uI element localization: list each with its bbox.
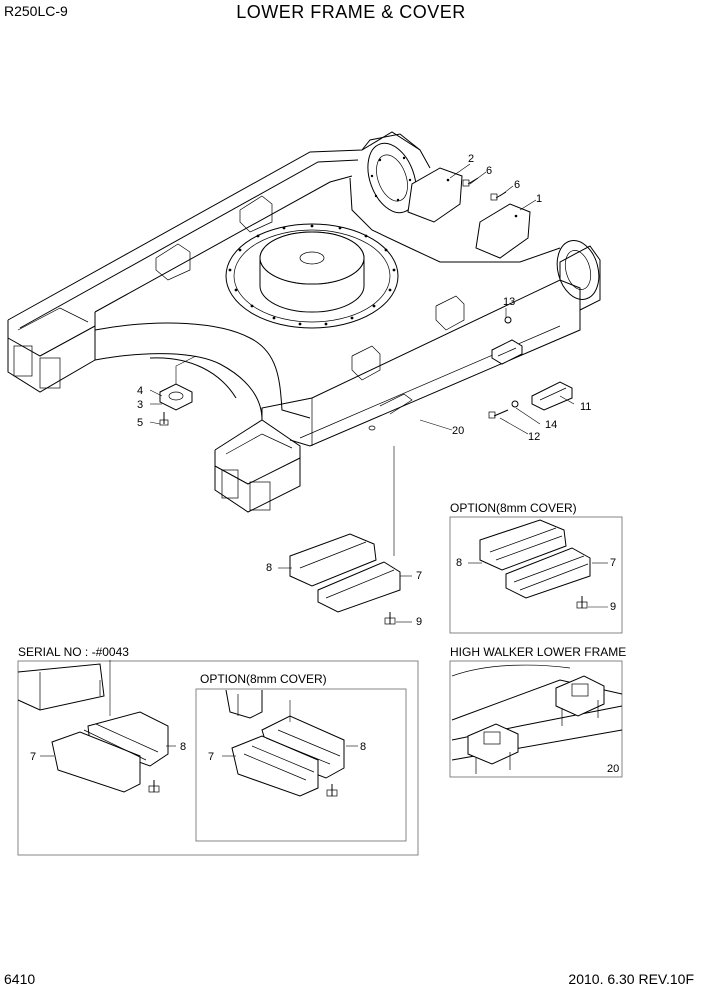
option-callout-7: 7 xyxy=(610,557,616,569)
panel-serial: SERIAL NO : -#0043 7 8 OPTION(8mm COVER) xyxy=(17,645,419,856)
callout-5: 5 xyxy=(137,417,143,429)
serial-callout-7: 7 xyxy=(30,751,36,763)
callout-9: 9 xyxy=(416,616,422,628)
callout-12: 12 xyxy=(528,431,540,443)
lower-frame-main xyxy=(7,131,601,513)
serial-option-callout-8: 8 xyxy=(360,741,366,753)
option-callout-9: 9 xyxy=(610,601,616,613)
swing-ring-bolts xyxy=(228,224,396,326)
panel-option-8mm: OPTION(8mm COVER) 8 7 9 xyxy=(449,501,623,634)
panel-serial-caption: SERIAL NO : -#0043 xyxy=(18,645,129,659)
callout-1: 1 xyxy=(536,193,542,205)
high-walker-callout-20: 20 xyxy=(607,763,619,775)
page-title: LOWER FRAME & COVER xyxy=(236,2,466,22)
under-cover-plates xyxy=(289,446,401,625)
callout-6a: 6 xyxy=(486,165,492,177)
panel-high-walker: HIGH WALKER LOWER FRAME 20 xyxy=(449,645,626,778)
page-number: 6410 xyxy=(4,971,36,987)
panel-option-caption: OPTION(8mm COVER) xyxy=(450,501,577,515)
callout-14: 14 xyxy=(545,419,557,431)
track-cover-plates xyxy=(407,167,531,259)
callout-8: 8 xyxy=(266,562,272,574)
callout-7: 7 xyxy=(416,570,422,582)
callout-11: 11 xyxy=(580,401,591,413)
model-label: R250LC-9 xyxy=(4,3,68,19)
callout-13: 13 xyxy=(503,296,515,308)
bolts-6 xyxy=(462,177,507,201)
callout-2: 2 xyxy=(468,153,474,165)
callout-6b: 6 xyxy=(514,179,520,191)
callout-3: 3 xyxy=(137,399,143,411)
callout-20: 20 xyxy=(452,425,464,437)
panel-serial-option-caption: OPTION(8mm COVER) xyxy=(200,672,327,686)
revision-date: 2010. 6.30 REV.10F xyxy=(568,971,694,987)
flange-plate xyxy=(159,355,197,426)
option-callout-8: 8 xyxy=(456,557,462,569)
serial-callout-8: 8 xyxy=(180,741,186,753)
callout-4: 4 xyxy=(137,385,143,397)
step-handles xyxy=(488,316,573,419)
panel-high-walker-caption: HIGH WALKER LOWER FRAME xyxy=(450,645,626,659)
serial-option-callout-7: 7 xyxy=(208,751,214,763)
main-callouts: 2 6 6 1 13 11 14 12 20 4 3 5 8 7 9 xyxy=(137,153,591,628)
